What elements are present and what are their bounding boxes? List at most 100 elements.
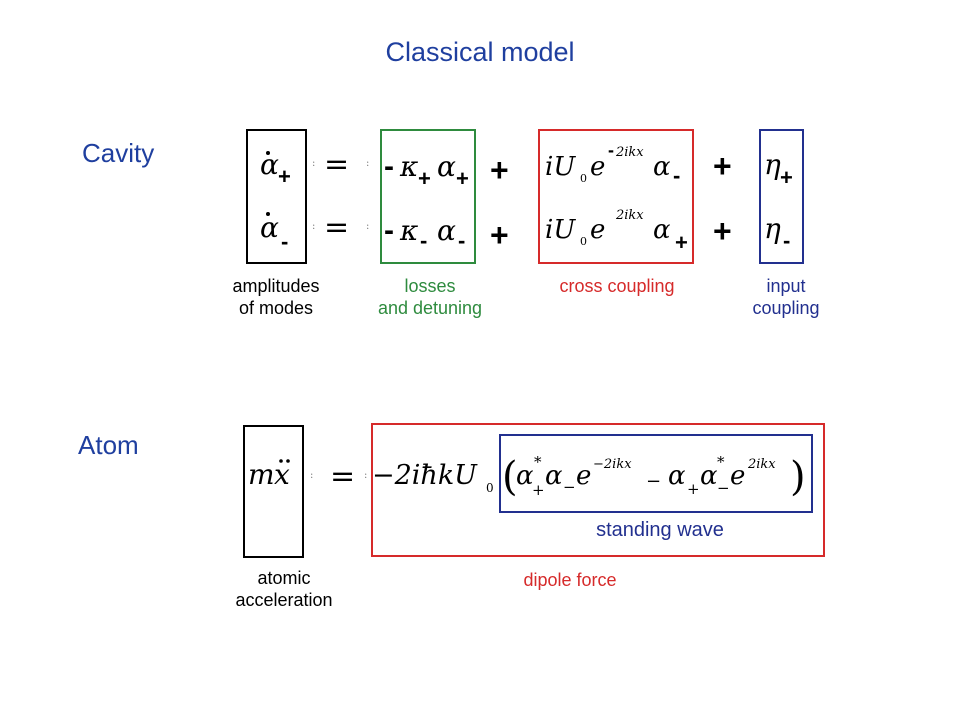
losses-term-plus: - κ + α + [384,150,469,191]
alpha-plus-dot-term: α + [260,148,291,189]
dipole-prefactor: −2iħkU 0 [372,460,494,495]
amplitudes-caption: amplitudes of modes [232,276,320,318]
cross-coupling-caption: cross coupling [559,276,675,296]
eta-symbol: η [764,212,781,245]
plus-subscript: + [532,481,545,499]
colon-mark: : [312,158,315,169]
alpha-symbol: α [260,148,279,181]
plus-subscript: + [418,166,431,191]
equals-sign: = [330,459,355,494]
plus-subscript: + [675,230,688,255]
standing-wave-term: ( α * + α − e −2ikx − α + α * − e 2ikx ) [502,453,806,500]
plus-subscript: + [278,164,291,189]
atom-equation: m x : = : −2iħkU 0 ( α * + α − e −2ikx [248,453,806,500]
time-derivative-dot [266,151,270,155]
dipole-force-caption: dipole force [523,570,617,590]
input-coupling-box [759,129,804,264]
equals-sign: = [324,210,349,245]
e-symbol: e [590,152,605,182]
zero-subscript: 0 [580,172,587,185]
cavity-heading: Cavity [82,138,155,168]
exponent-minus: - [608,140,614,160]
colon-mark: : [310,470,313,481]
alpha-symbol: α [653,215,671,245]
standing-wave-caption: standing wave [596,519,724,541]
i-u-symbol: iU [545,215,576,245]
alpha-symbol: α [545,461,563,491]
cross-coupling-term-1: iU 0 e - 2ikx α - [545,140,680,188]
minus-subscript: - [281,229,288,254]
m-x-double-dot-term: m x [248,458,290,491]
time-derivative-dot [266,212,270,216]
minus-subscript: - [420,228,427,253]
plus-subscript: + [780,165,793,190]
alpha-symbol: α [260,211,279,244]
alpha-symbol: α [668,461,686,491]
losses-term-minus: - κ - α - [384,214,465,253]
plus-operator: + [713,213,732,249]
losses-caption: losses and detuning [377,276,483,318]
standing-wave-box [499,434,813,513]
left-paren: ( [502,454,518,500]
atom-heading: Atom [78,430,139,460]
plus-operator: + [490,217,509,253]
minus-subscript: − [563,478,576,496]
e-symbol: e [730,461,745,491]
plus-subscript: + [687,480,700,498]
cavity-equation-row-2: α - : = : - κ - α - + iU 0 e 2ikx α + [260,208,790,255]
double-dot-right [286,459,290,463]
prefactor-text: −2iħkU [372,460,478,491]
minus-subscript: − [717,479,730,497]
losses-box [380,129,476,264]
alpha-symbol: α [653,152,671,182]
input-coupling-caption: input coupling [752,276,820,318]
colon-mark: : [312,221,315,232]
minus-sign: - [384,214,394,247]
conjugate-star: * [534,453,542,471]
cross-coupling-term-2: iU 0 e 2ikx α + [545,208,688,255]
i-u-symbol: iU [545,152,576,182]
exponent-2ikx: 2ikx [615,208,644,223]
colon-mark: : [364,470,367,481]
x-symbol: x [274,458,290,491]
alpha-minus-dot-term: α - [260,211,288,254]
acceleration-caption: atomic acceleration [235,568,333,610]
m-symbol: m [248,458,275,491]
kappa-symbol: κ [399,150,418,183]
equals-sign: = [324,147,349,182]
right-paren: ) [790,454,806,500]
minus-operator: − [646,471,661,492]
colon-mark: : [366,221,369,232]
e-symbol: e [576,461,591,491]
eta-symbol: η [764,148,781,181]
kappa-symbol: κ [399,214,418,247]
exponent-2ikx: 2ikx [615,145,644,160]
zero-subscript: 0 [486,481,494,495]
e-symbol: e [590,215,605,245]
zero-subscript: 0 [580,235,587,248]
minus-sign: - [384,150,394,183]
exponent-2ikx: 2ikx [747,457,776,472]
cavity-equation-row-1: α + : = : - κ + α + + iU 0 e - 2ikx [260,140,793,191]
double-dot-left [279,459,283,463]
input-term-plus: η + [764,148,793,190]
dipole-force-box [371,423,825,557]
alpha-symbol: α [700,461,718,491]
minus-subscript: - [783,228,790,253]
plus-subscript: + [456,166,469,191]
input-term-minus: η - [764,212,790,253]
alpha-symbol: α [516,461,534,491]
colon-mark: : [366,158,369,169]
exponent-neg-2ikx: −2ikx [593,457,632,472]
conjugate-star: * [717,453,725,471]
minus-subscript: - [673,163,680,188]
cross-coupling-box [538,129,694,264]
alpha-symbol: α [437,214,456,247]
acceleration-box [243,425,304,558]
plus-operator: + [490,152,509,188]
alpha-symbol: α [437,150,456,183]
amplitudes-box [246,129,307,264]
minus-subscript: - [458,228,465,253]
